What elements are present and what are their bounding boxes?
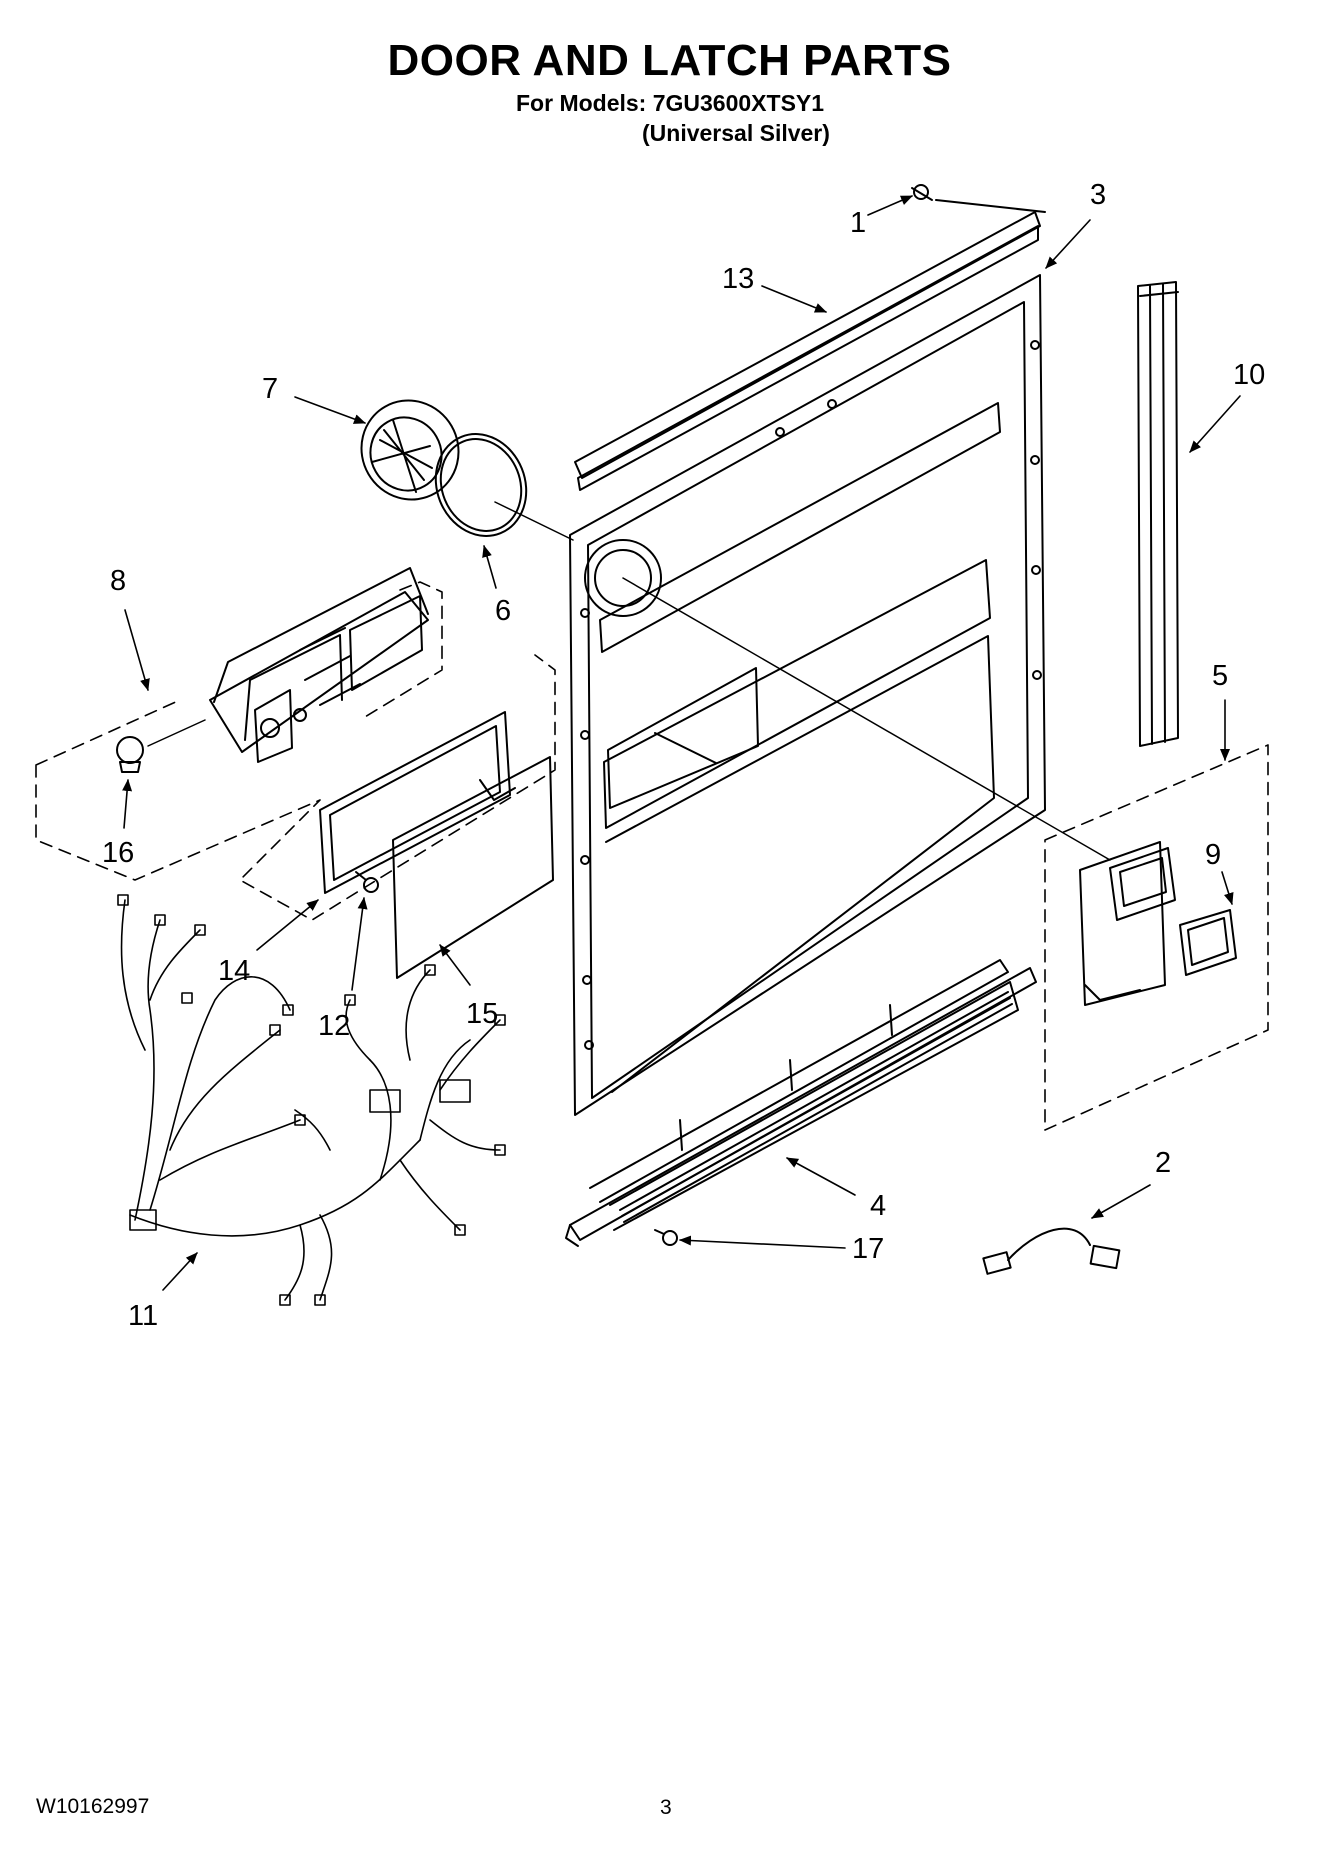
arrow-16 xyxy=(122,779,133,829)
page-title: DOOR AND LATCH PARTS xyxy=(387,36,952,85)
rinse-knob xyxy=(116,736,144,773)
callout-6: 6 xyxy=(495,595,511,627)
callout-17: 17 xyxy=(852,1233,884,1265)
callout-5: 5 xyxy=(1212,660,1228,692)
wiring-harness xyxy=(117,894,506,1306)
variant-line: (Universal Silver) xyxy=(642,120,830,146)
screw-part-17 xyxy=(654,1229,678,1246)
callout-8: 8 xyxy=(110,565,126,597)
arrow-4 xyxy=(786,1157,856,1196)
arrow-2 xyxy=(1091,1184,1151,1219)
screw-part-1 xyxy=(911,184,1046,213)
vent-cap xyxy=(360,399,460,501)
leader-dispenser-knob xyxy=(147,719,206,747)
document-code: W10162997 xyxy=(36,1795,150,1818)
arrow-10 xyxy=(1189,395,1241,453)
leader-latch-axis xyxy=(622,577,1111,861)
top-channel xyxy=(574,211,1041,491)
dispenser-group-outline xyxy=(35,581,556,921)
arrow-1 xyxy=(867,195,913,216)
wire-connector xyxy=(982,1227,1121,1275)
arrow-3 xyxy=(1045,219,1091,269)
arrow-6 xyxy=(482,545,497,589)
arrow-14 xyxy=(256,899,319,951)
callout-7: 7 xyxy=(262,373,278,405)
callout-16: 16 xyxy=(102,837,134,869)
inner-door-panel xyxy=(569,274,1046,1116)
control-gasket xyxy=(319,711,511,894)
callout-10: 10 xyxy=(1233,359,1265,391)
control-board xyxy=(392,756,554,979)
callout-2: 2 xyxy=(1155,1147,1171,1179)
arrow-8 xyxy=(124,609,150,691)
leader-vent-axis xyxy=(494,501,574,541)
callout-11: 11 xyxy=(128,1300,158,1332)
callout-13: 13 xyxy=(722,263,754,295)
door-latch xyxy=(1079,841,1176,1006)
callout-3: 3 xyxy=(1090,179,1106,211)
arrow-7 xyxy=(294,396,366,424)
arrow-13 xyxy=(761,285,827,313)
callout-15: 15 xyxy=(466,998,498,1030)
callout-12: 12 xyxy=(318,1010,350,1042)
screw-part-12 xyxy=(355,871,379,893)
bottom-vent-channel xyxy=(565,959,1037,1247)
arrow-9 xyxy=(1221,871,1234,905)
side-trim xyxy=(1137,281,1179,747)
arrow-17 xyxy=(679,1235,846,1249)
arrow-15 xyxy=(439,944,471,986)
callout-9: 9 xyxy=(1205,839,1221,871)
dispenser-assembly xyxy=(209,567,429,763)
arrow-12 xyxy=(351,897,368,991)
arrow-11 xyxy=(162,1252,198,1291)
callout-labels: 1 2 3 4 5 6 7 8 9 10 11 12 13 14 15 16 1… xyxy=(102,179,1265,1332)
callout-1: 1 xyxy=(850,207,866,239)
latch-group-outline xyxy=(1044,744,1269,1131)
page-number: 3 xyxy=(660,1796,672,1819)
vent-gasket xyxy=(434,433,528,537)
callout-4: 4 xyxy=(870,1190,886,1222)
callout-14: 14 xyxy=(218,955,250,987)
models-line: For Models: 7GU3600XTSY1 xyxy=(516,90,825,116)
latch-gasket xyxy=(1179,909,1237,976)
